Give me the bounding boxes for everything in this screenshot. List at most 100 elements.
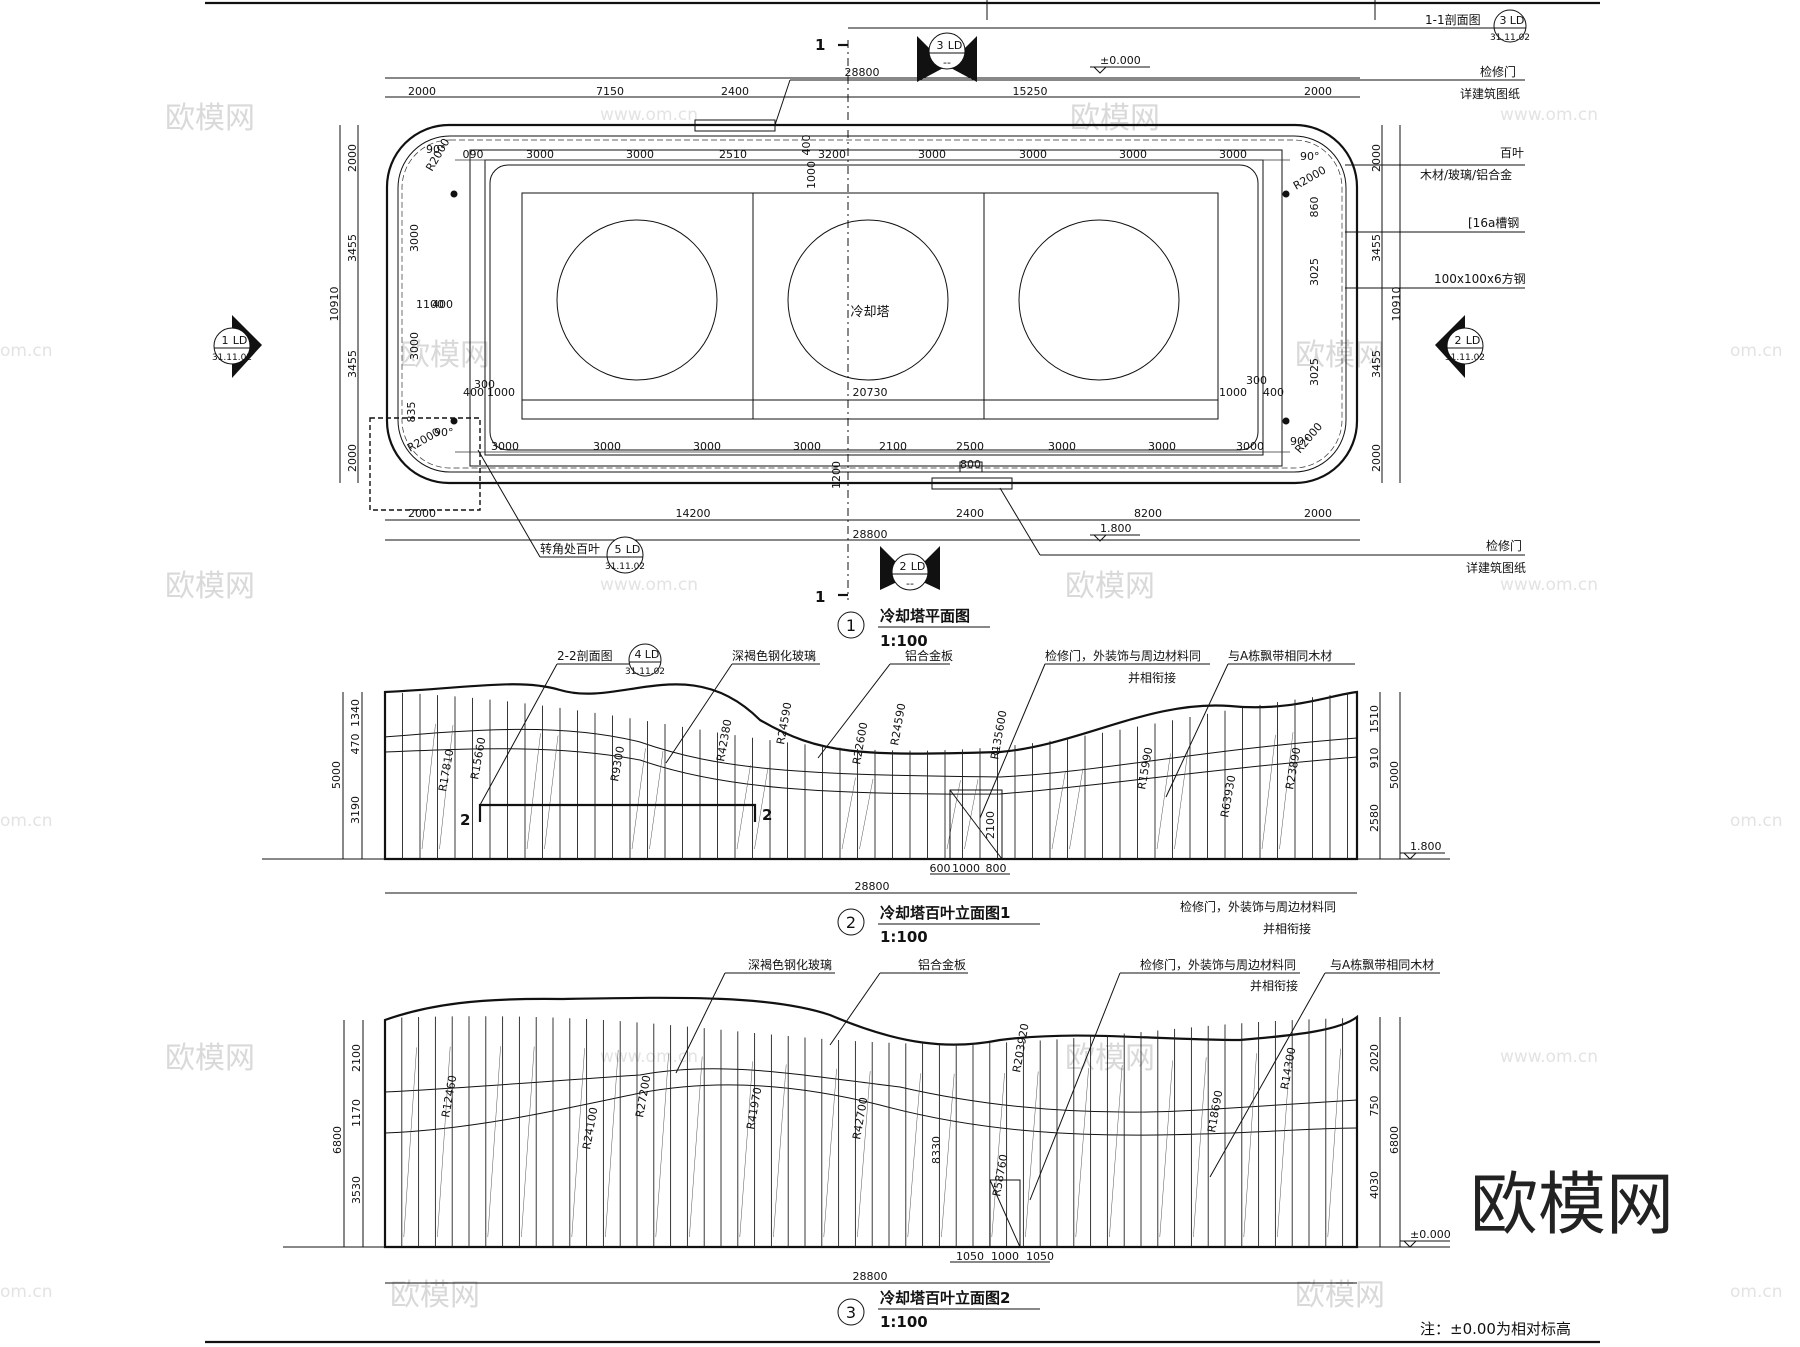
ref-sheet: 31.11.02 [625,667,665,677]
plan-dim: 1000 [1219,386,1247,399]
plan-corner-center [450,190,458,198]
plan-title: 冷却塔平面图 [880,607,970,625]
elev1-outline [383,683,1359,861]
plan-hatch-band [401,139,1343,469]
plan-outer-wall [385,123,1359,485]
louver-hatch [689,1056,703,1238]
elev1-radius: R42380 [714,718,734,762]
elev2-note-door2: 并相衔接 [1250,978,1298,993]
plan-notes: 检修门 详建筑图纸 百叶 木材/玻璃/铝合金 [16a槽钢 100x100x6方… [774,64,1526,575]
louver-hatch [439,725,454,850]
leader-line [675,972,726,1074]
ref-bubble [606,536,644,574]
footnote: 注：±0.00为相对标高 [1420,1320,1571,1338]
plan-dim: 300 [1246,374,1267,387]
louver-hatch [631,748,646,850]
watermark-logo: 欧模网 [1065,569,1155,604]
elev2-note-wood: 与A栋飘带相同木材 [1330,957,1434,972]
plan-dim: 2000 [1370,444,1383,472]
plan-dim: 2510 [719,148,747,161]
ref-sheet: 31.11.02 [212,353,252,363]
louver-hatch [544,735,559,850]
plan-ref-right: 2 LD 31.11.02 [1435,315,1485,378]
watermark-url: www.om.cn [1500,575,1598,595]
plan-dim: 3000 [1148,440,1176,453]
plan-dim: 3000 [1236,440,1264,453]
plan-dim: 3025 [1308,258,1321,286]
louver-hatch [1109,1065,1123,1238]
plan-dim: 2000 [1304,507,1332,520]
plan-dim: 3000 [793,440,821,453]
louver-hatch [403,1047,417,1238]
elev1-radius: R63930 [1218,774,1238,818]
plan-inner-wall [397,135,1347,473]
louver-hatch [1243,1053,1257,1238]
plan-slab-rounded [489,164,1259,451]
louver-hatch [1277,1050,1291,1238]
watermark-logo: 欧模网 [1295,1278,1385,1313]
leader-line [979,663,1046,819]
plan-level-top: ±0.000 [1100,54,1141,67]
elev1-band-bottom [384,748,1358,795]
plan-dim: 400 [463,386,484,399]
louver-hatch [521,1046,535,1238]
plan-angle-label: 90° [1300,150,1320,163]
plan-dim: 3000 [1119,148,1147,161]
elev2-slats [401,1016,1344,1247]
plan-dim: 3200 [818,148,846,161]
title-number: 1 [846,616,856,635]
plan-dim: 7150 [596,85,624,98]
watermark-logo: 欧模网 [1295,338,1385,373]
ref-number: 3 [1500,14,1507,27]
ref-sheet: 31.11.02 [1490,33,1530,43]
plan-dim: 10910 [328,287,341,322]
elev1-dim-total: 28800 [855,880,890,893]
plan-dim: 300 [474,378,495,391]
louver-hatch [907,1073,921,1238]
ref-number: 4 [635,648,642,661]
watermark-logo: 欧模网 [390,1278,480,1313]
plan-dim: 2000 [1370,144,1383,172]
louver-hatch [437,1046,451,1238]
elev2-level: ±0.000 [1410,1228,1451,1241]
louver-hatch [1193,1057,1207,1238]
ref-bubble [213,327,251,365]
elev2-dim: 6800 [1388,1126,1401,1154]
watermark-url: om.cn [1730,811,1783,831]
elev1-dim: 5000 [1388,761,1401,789]
plan-dim: 14200 [676,507,711,520]
plan-title-block: 1 冷却塔平面图 1:100 [837,607,990,650]
elev1-door-height: 2100 [984,811,997,839]
elev2-radius: R42700 [850,1096,870,1140]
elev2-dim: 4030 [1368,1171,1381,1199]
watermark-url: om.cn [1730,1282,1783,1302]
watermark-url: www.om.cn [600,105,698,125]
elev2-dim: 2100 [350,1044,363,1072]
plan-dim: 2000 [408,85,436,98]
note-door-bottom: 检修门 [1486,538,1522,553]
plan-dim-total-top: 28800 [845,66,880,79]
elev2-dim: 6800 [331,1126,344,1154]
elev1-note-alu: 铝合金板 [905,648,953,663]
elev2-outline [383,996,1359,1249]
plan-dim: 10910 [1390,287,1403,322]
plan-angle-label: 90° [434,426,454,439]
plan-fan-circle [1018,219,1180,381]
note-louver-material: 木材/玻璃/铝合金 [1420,167,1512,182]
leader-line [817,663,891,759]
louver-hatch [857,1071,871,1238]
plan-corner-center [1282,190,1290,198]
title-number-circle [837,611,865,639]
note-corner-louver: 转角处百叶 [540,541,600,556]
louver-hatch [773,1064,787,1238]
plan-fan-circle [556,219,718,381]
watermark-logo: 欧模网 [165,101,255,136]
elevation-1: 2 2 5000 1340 470 3190 1510 910 2580 500… [262,643,1450,946]
elev1-title-block: 2 冷却塔百叶立面图1 1:100 [837,904,1040,946]
ref-bubble [628,643,662,677]
louver-hatch [964,779,979,850]
plan-cooling-tower-frame [521,192,1219,420]
louver-hatch [526,733,541,850]
elev1-section-2-2 [478,803,757,822]
plan-dim: 400 [432,298,453,311]
